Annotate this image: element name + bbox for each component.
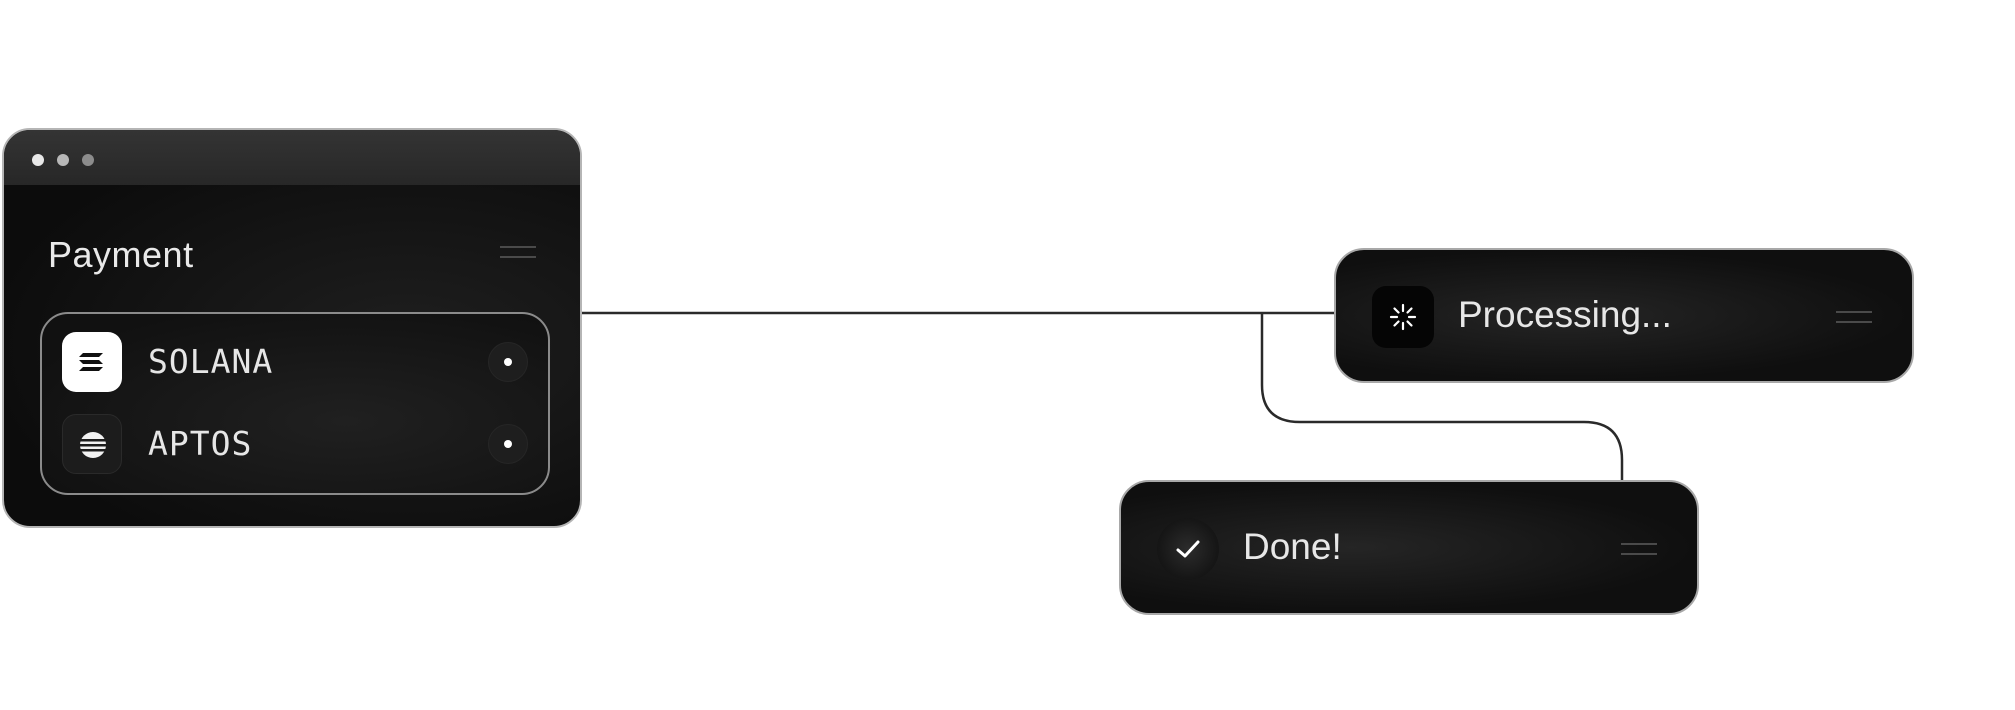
window-titlebar [4, 130, 580, 185]
window-dot-minimize[interactable] [57, 154, 69, 166]
status-label: Done! [1243, 526, 1342, 567]
option-label: SOLANA [148, 342, 274, 381]
option-radio[interactable] [488, 342, 528, 382]
solana-logo-icon [62, 332, 122, 392]
window-dot-close[interactable] [32, 154, 44, 166]
status-processing-card: Processing... [1334, 248, 1914, 383]
status-label: Processing... [1458, 294, 1672, 335]
spinner-icon [1372, 286, 1434, 348]
option-solana[interactable]: SOLANA [62, 332, 532, 392]
drag-handle-icon[interactable] [500, 246, 536, 258]
check-icon [1157, 518, 1219, 580]
drag-handle-icon[interactable] [1836, 311, 1872, 323]
payment-title: Payment [48, 234, 194, 275]
aptos-logo-icon [62, 414, 122, 474]
status-done-card: Done! [1119, 480, 1699, 615]
connector-processing-to-done [1260, 313, 1624, 480]
option-aptos[interactable]: APTOS [62, 414, 532, 474]
drag-handle-icon[interactable] [1621, 543, 1657, 555]
option-radio[interactable] [488, 424, 528, 464]
chain-options: SOLANA APTOS [40, 312, 550, 495]
window-dot-maximize[interactable] [82, 154, 94, 166]
payment-window: Payment SOLANA APT [2, 128, 582, 528]
option-label: APTOS [148, 424, 253, 463]
